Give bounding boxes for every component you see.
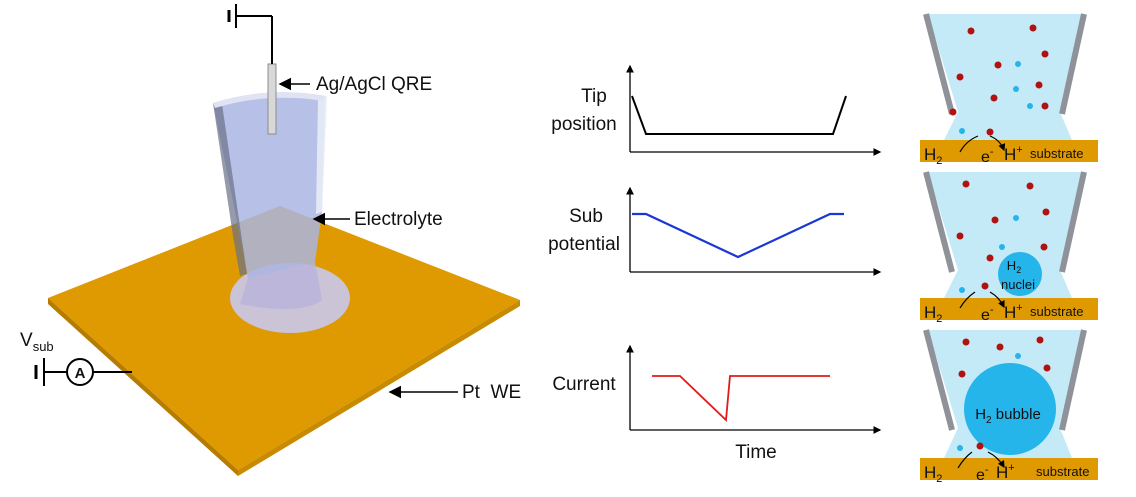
ammeter-circle (66, 358, 94, 386)
pipette-top-rim (213, 92, 325, 108)
qre-label: Ag/AgCl QRE (316, 74, 432, 95)
panel2-solution (928, 172, 1082, 298)
panel1-particles (949, 24, 1049, 136)
panel2-proton: H+ (1004, 302, 1023, 322)
pt-substrate-edge (48, 298, 238, 476)
panel1-solution (928, 14, 1082, 140)
cell-illustration: A Ag/AgCl QRE Electrolyte Pt WE Vsub (20, 4, 521, 476)
we-label: Pt WE (462, 382, 521, 403)
schematic-panel-1: H2 e- H+ substrate (920, 13, 1098, 167)
panel1-reaction-arrows (959, 135, 1004, 152)
pipette-inner-shadow (213, 103, 247, 276)
tip-position-trace (631, 95, 847, 135)
panel2-electron: e- (981, 304, 994, 324)
ammeter-label: A (75, 365, 86, 382)
pt-substrate-edge-right (238, 300, 520, 476)
panel2-reaction-arrows (959, 291, 1004, 308)
sub-potential-trace (632, 212, 844, 259)
tip-label-2: position (551, 114, 617, 135)
panel3-h2-bubble (964, 363, 1056, 455)
panel1-wall-right (1059, 13, 1087, 115)
panel3-proton: H+ (996, 462, 1015, 482)
panel2-wall-right (1059, 171, 1087, 273)
panel1-h2: H2 (924, 145, 942, 167)
panel3-reaction-arrows (957, 451, 1004, 468)
panel3-electron: e- (976, 464, 989, 484)
panel3-particles (957, 336, 1051, 451)
panel2-h2-nuclei (998, 252, 1042, 296)
pipette-body (213, 92, 325, 278)
electrolyte-label: Electrolyte (354, 209, 443, 230)
panel3-wall-left (923, 329, 955, 431)
panel1-proton: H+ (1004, 144, 1023, 164)
panel2-substrate-label: substrate (1030, 304, 1083, 319)
schematic-panel-3: H2 bubble H2 e- H+ substrate (920, 329, 1098, 485)
current-label: Current (552, 374, 616, 395)
sub-label-2: potential (548, 234, 620, 255)
schematic-panel-2: H2 nuclei H2 e- H+ substrate (920, 171, 1098, 325)
panel3-bubble-label: H2 bubble (975, 406, 1041, 426)
meniscus (240, 262, 322, 310)
panel3-wall-right (1059, 329, 1087, 431)
pt-substrate (48, 206, 520, 470)
sub-label-1: Sub (569, 206, 603, 227)
panel3-substrate-label: substrate (1036, 464, 1089, 479)
panel2-h2: H2 (924, 303, 942, 325)
pipette-right-highlight (316, 96, 327, 214)
current-trace (652, 375, 830, 422)
tip-label-1: Tip (581, 86, 607, 107)
panel2-nuclei-label-2: nuclei (1001, 277, 1035, 292)
panel1-electron: e- (981, 146, 994, 166)
vsub-label: Vsub (20, 330, 54, 354)
panel2-particles (956, 180, 1050, 293)
panel2-nuclei-label-1: H2 (1007, 258, 1021, 275)
panel1-substrate-label: substrate (1030, 146, 1083, 161)
panel3-h2: H2 (924, 463, 942, 485)
timing-plots: Tip position Sub potential Current Time (548, 64, 882, 463)
panel2-wall-left (923, 171, 955, 273)
time-label: Time (735, 442, 777, 463)
qre-wire (267, 63, 277, 135)
panel1-wall-left (923, 13, 955, 115)
